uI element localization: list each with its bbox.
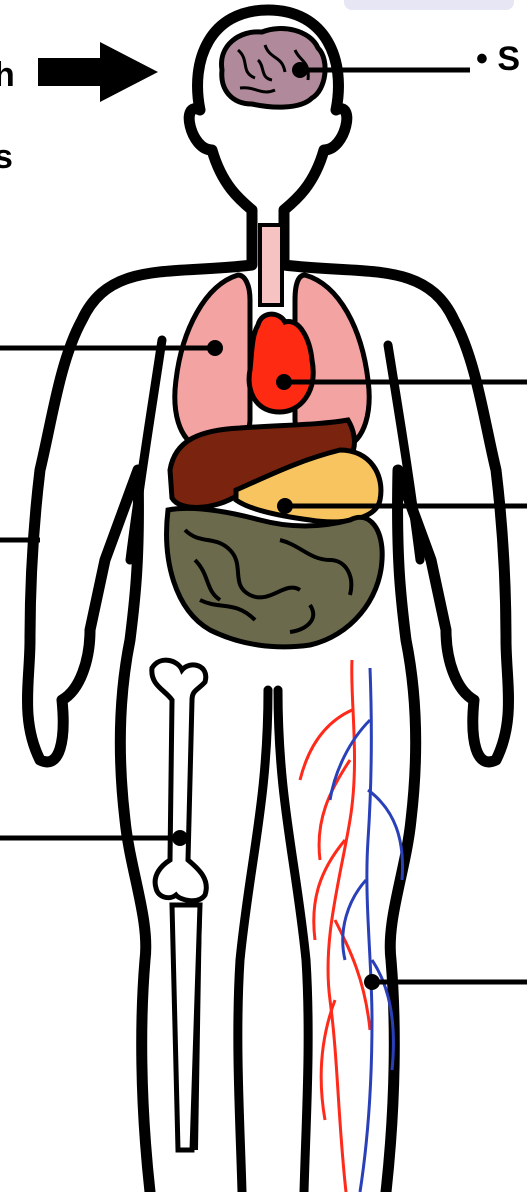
top-left-label-line-1: h (0, 58, 15, 92)
heart (249, 314, 313, 412)
top-left-label-line-2: s (0, 140, 13, 174)
left-inner-leg-line (238, 690, 268, 1192)
trachea (260, 225, 282, 305)
right-arrow-icon (38, 42, 158, 102)
top-right-label: • S (476, 42, 520, 76)
